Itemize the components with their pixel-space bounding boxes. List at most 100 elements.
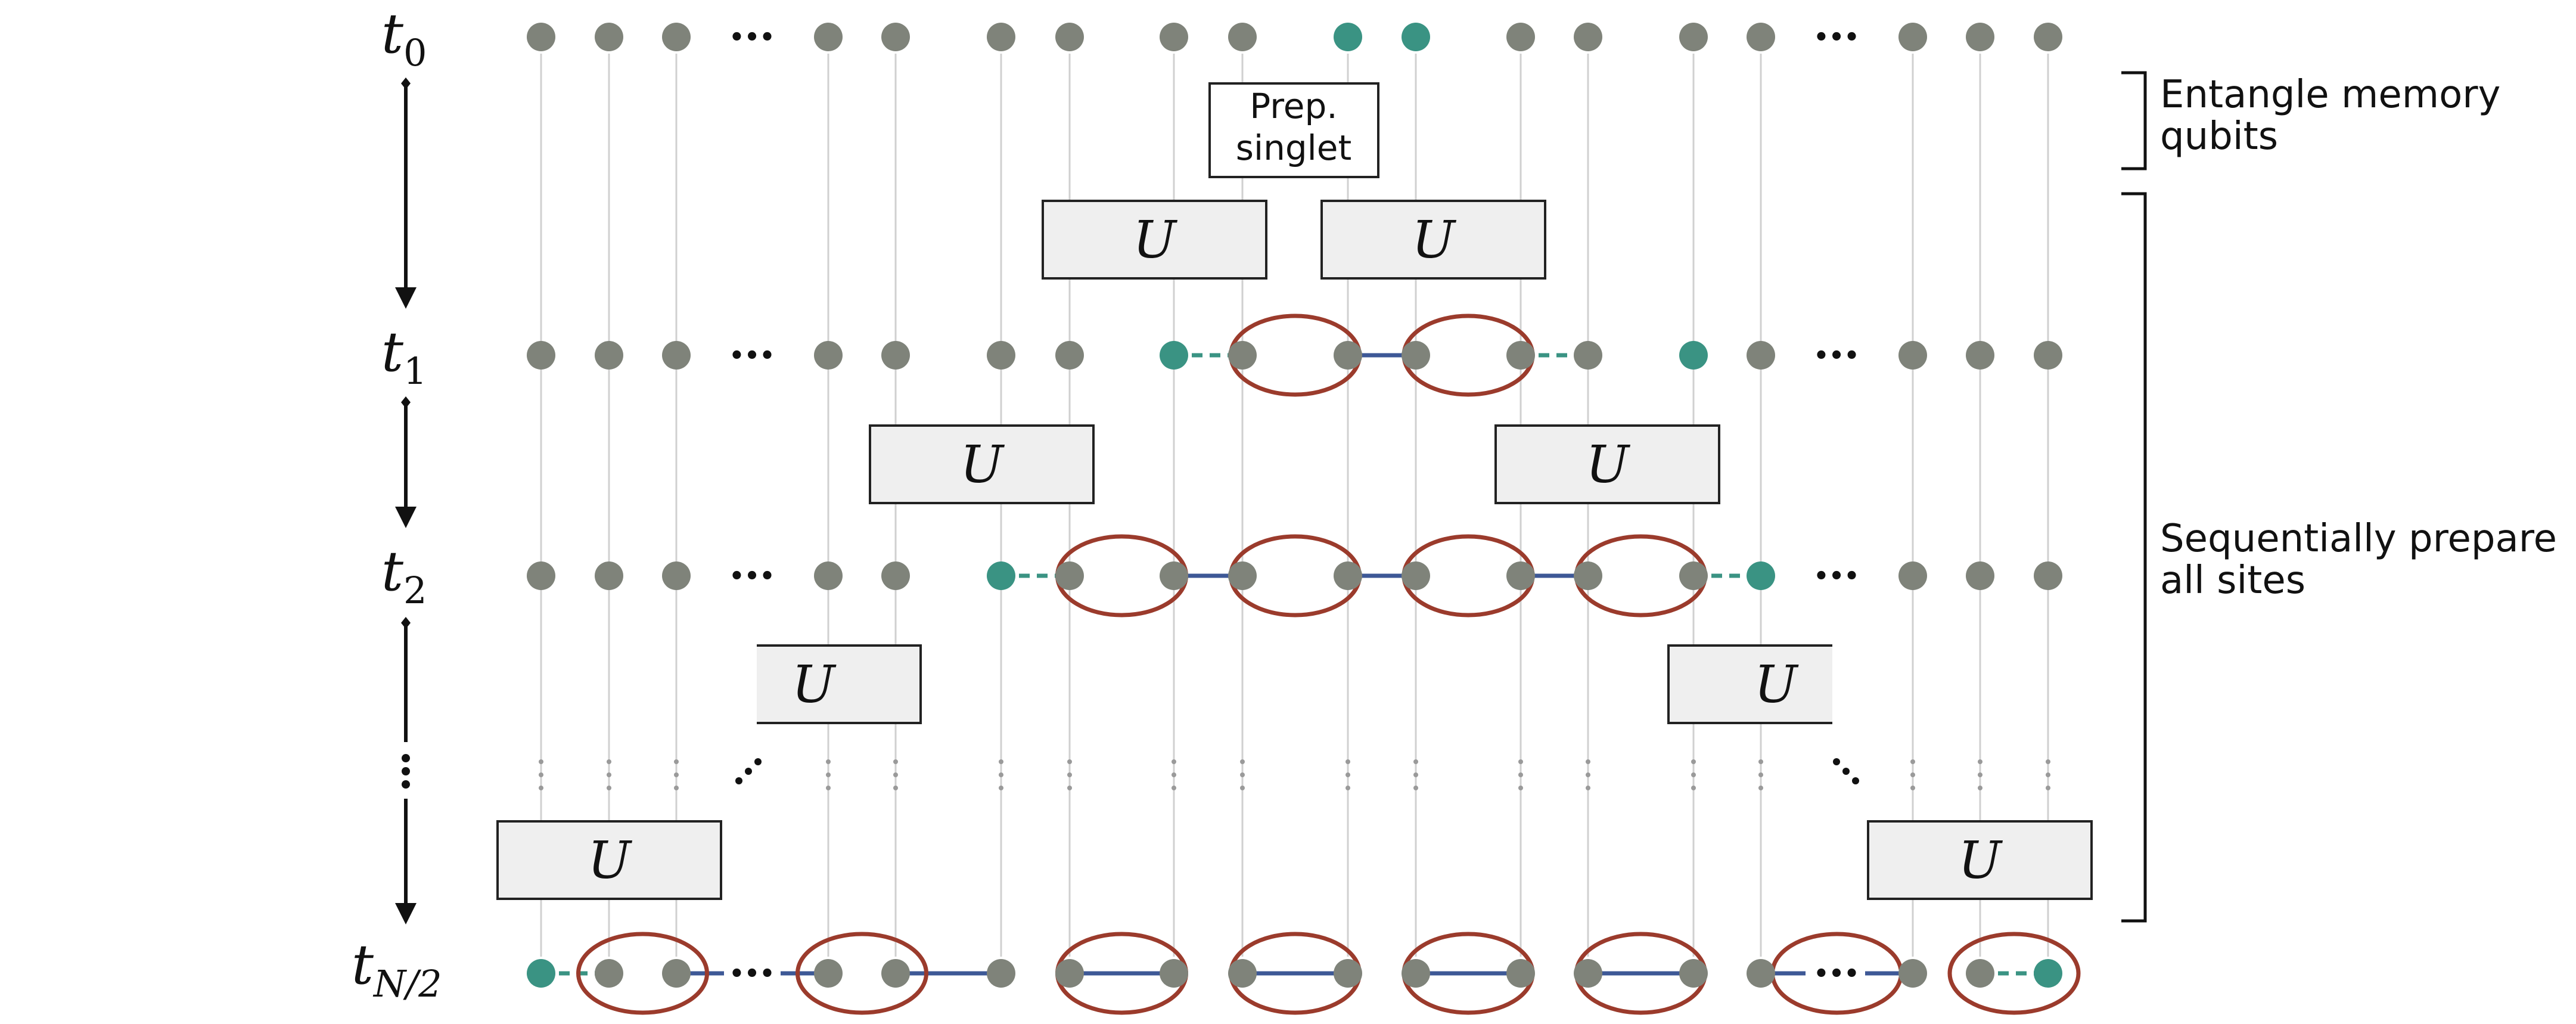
qubit <box>881 23 910 51</box>
vdot-9 <box>1346 759 1350 764</box>
qubit <box>1228 959 1257 988</box>
time-axis-diamonds <box>401 77 411 629</box>
vdot-10 <box>1413 786 1418 790</box>
qubit <box>1228 23 1257 51</box>
qubit <box>1402 561 1430 590</box>
qubit <box>1679 959 1708 988</box>
vdot-0 <box>539 772 543 777</box>
qubit <box>1898 341 1927 370</box>
row-ellipsis: ••• <box>729 960 775 988</box>
gate-box-border-4 <box>757 644 922 724</box>
memory-qubit <box>987 561 1015 590</box>
qubit <box>1966 341 1994 370</box>
vdot-16 <box>1978 759 1983 764</box>
qubit <box>1055 959 1084 988</box>
diag-dot-left <box>745 768 752 775</box>
qubit <box>1334 561 1362 590</box>
row-ellipsis: ••• <box>1814 563 1860 590</box>
qubit <box>595 341 623 370</box>
gate-box-fill-5 <box>1668 646 1832 723</box>
vdot-9 <box>1346 772 1350 777</box>
vdot-13 <box>1691 786 1696 790</box>
qubit <box>1334 341 1362 370</box>
vdot-7 <box>1172 759 1176 764</box>
row-ellipsis: ••• <box>729 24 775 51</box>
vdot-5 <box>999 786 1003 790</box>
gate-boxes <box>496 200 2093 900</box>
gate-box-fill-0 <box>1043 201 1266 278</box>
gate-box-fill-7 <box>1868 821 2092 899</box>
qubit <box>1228 561 1257 590</box>
qubit <box>1898 959 1927 988</box>
row-ellipsis: ••• <box>729 563 775 590</box>
qubit <box>1334 959 1362 988</box>
time-label-t0: t0 <box>381 2 427 75</box>
vdot-4 <box>893 786 898 790</box>
qubit <box>987 23 1015 51</box>
vdot-15 <box>1910 786 1915 790</box>
vdot-13 <box>1691 772 1696 777</box>
qubit <box>1898 561 1927 590</box>
vdot-3 <box>826 772 831 777</box>
qubit <box>1574 959 1602 988</box>
qubit <box>1055 341 1084 370</box>
row-ellipsis: ••• <box>1814 960 1860 988</box>
qubit <box>662 959 691 988</box>
memory-qubit <box>527 959 555 988</box>
gate-box-fill-4 <box>757 646 921 723</box>
right-brackets <box>2121 71 2147 923</box>
gate-label: U <box>1586 435 1630 495</box>
vdot-1 <box>607 759 611 764</box>
annotation-top-line2: qubits <box>2160 114 2278 159</box>
row-ellipsis: ••• <box>1814 24 1860 51</box>
qubit <box>881 959 910 988</box>
qubit <box>987 341 1015 370</box>
vdot-6 <box>1067 786 1072 790</box>
vdot-12 <box>1586 759 1590 764</box>
gate-box-fill-3 <box>1496 426 1719 503</box>
qubit <box>527 341 555 370</box>
qubit <box>2034 341 2062 370</box>
vdot-11 <box>1518 786 1523 790</box>
vdot-9 <box>1346 786 1350 790</box>
gate-label: U <box>1133 210 1177 270</box>
qubit <box>814 561 843 590</box>
qubit <box>1506 23 1535 51</box>
qubit <box>662 23 691 51</box>
gate-label: U <box>1754 655 1799 715</box>
gate-label: U <box>1412 210 1456 270</box>
vdot-17 <box>2046 786 2050 790</box>
row-ellipsis: ••• <box>729 342 775 370</box>
qubit <box>1506 561 1535 590</box>
gate-box-fill-6 <box>498 821 721 899</box>
qubit <box>1898 23 1927 51</box>
gate-box-border-3 <box>1494 424 1720 504</box>
vdot-10 <box>1413 772 1418 777</box>
qubit <box>1966 959 1994 988</box>
memory-qubit <box>1679 341 1708 370</box>
qubit <box>881 341 910 370</box>
gate-label: U <box>588 831 632 890</box>
vdot-3 <box>826 786 831 790</box>
time-label-tN2: tN/2 <box>352 933 442 1006</box>
qubit <box>1747 341 1775 370</box>
bracket-entangle <box>2121 71 2147 170</box>
vdot-15 <box>1910 759 1915 764</box>
annotations: Entangle memory qubits Sequentially prep… <box>2160 73 2557 603</box>
qubit <box>1574 23 1602 51</box>
vdot-12 <box>1586 786 1590 790</box>
gate-box-border-5 <box>1667 644 1832 724</box>
diag-dot-left <box>735 777 742 784</box>
gate-label: U <box>1958 831 2003 890</box>
vdot-11 <box>1518 759 1523 764</box>
vdot-0 <box>539 786 543 790</box>
qubit <box>1506 959 1535 988</box>
vdot-15 <box>1910 772 1915 777</box>
gate-box-fill-1 <box>1322 201 1545 278</box>
vdot-1 <box>607 772 611 777</box>
gate-label: U <box>792 655 837 715</box>
diag-dot-right <box>1852 777 1859 784</box>
qubit <box>1160 959 1188 988</box>
memory-qubit <box>1747 561 1775 590</box>
